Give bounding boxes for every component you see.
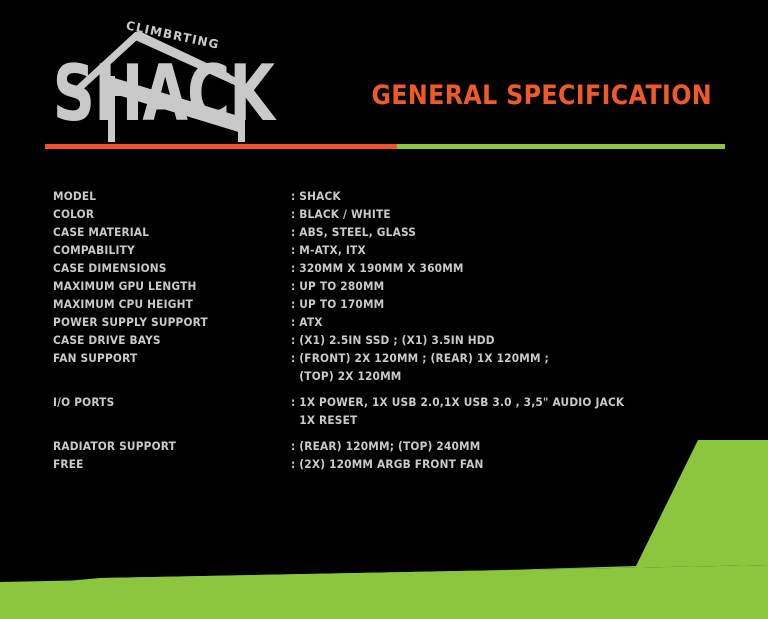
spacer <box>53 412 291 428</box>
spec-label: POWER SUPPLY SUPPORT <box>53 315 208 329</box>
table-row-continuation: 1X RESET <box>53 412 733 428</box>
spec-value: : UP TO 170MM <box>291 297 385 311</box>
table-row: COMPABILITY : M-ATX, ITX <box>53 242 733 258</box>
table-row: COLOR : BLACK / WHITE <box>53 206 733 222</box>
spec-value: : M-ATX, ITX <box>291 243 366 257</box>
spec-label: CASE MATERIAL <box>53 225 150 239</box>
spec-value: : BLACK / WHITE <box>291 207 391 221</box>
table-row: MAXIMUM GPU LENGTH : UP TO 280MM <box>53 278 733 294</box>
spec-label: MODEL <box>53 189 97 203</box>
table-row-continuation: (TOP) 2X 120MM <box>53 368 733 384</box>
divider-segment-green <box>397 144 725 149</box>
spec-value: : 320MM X 190MM X 360MM <box>291 261 464 275</box>
spec-label: RADIATOR SUPPORT <box>53 439 177 453</box>
brand-logo: CLIMBRTING SHACK <box>45 14 325 142</box>
table-row: I/O PORTS : 1X POWER, 1X USB 2.0,1X USB … <box>53 394 733 410</box>
specification-table: MODEL : SHACK COLOR : BLACK / WHITE CASE… <box>53 188 733 474</box>
spec-value-continuation: 1X RESET <box>299 413 358 427</box>
page-title: GENERAL SPECIFICATION <box>371 80 712 111</box>
spec-label: COMPABILITY <box>53 243 135 257</box>
spec-value-continuation: (TOP) 2X 120MM <box>299 369 402 383</box>
spec-label: CASE DIMENSIONS <box>53 261 167 275</box>
table-row: CASE MATERIAL : ABS, STEEL, GLASS <box>53 224 733 240</box>
spacer <box>53 368 291 384</box>
shack-logo-icon: CLIMBRTING SHACK <box>53 18 278 142</box>
table-row: FAN SUPPORT : (FRONT) 2X 120MM ; (REAR) … <box>53 350 733 366</box>
table-row: RADIATOR SUPPORT : (REAR) 120MM; (TOP) 2… <box>53 438 733 454</box>
spec-value: : UP TO 280MM <box>291 279 385 293</box>
spec-value: : (FRONT) 2X 120MM ; (REAR) 1X 120MM ; <box>291 351 549 365</box>
spec-label: FAN SUPPORT <box>53 351 138 365</box>
svg-text:SHACK: SHACK <box>53 49 278 139</box>
spec-label: MAXIMUM CPU HEIGHT <box>53 297 194 311</box>
spec-value: : ABS, STEEL, GLASS <box>291 225 417 239</box>
divider <box>45 144 725 149</box>
svg-text:CLIMBRTING: CLIMBRTING <box>125 18 221 51</box>
table-row: CASE DRIVE BAYS : (X1) 2.5IN SSD ; (X1) … <box>53 332 733 348</box>
table-row: FREE : (2X) 120MM ARGB FRONT FAN <box>53 456 733 472</box>
row-gap <box>53 430 733 438</box>
spec-value: : (X1) 2.5IN SSD ; (X1) 3.5IN HDD <box>291 333 495 347</box>
table-row: MAXIMUM CPU HEIGHT : UP TO 170MM <box>53 296 733 312</box>
row-gap <box>53 386 733 394</box>
spec-value: : ATX <box>291 315 323 329</box>
divider-segment-orange <box>45 144 397 149</box>
spec-value: : SHACK <box>291 189 341 203</box>
table-row: POWER SUPPLY SUPPORT : ATX <box>53 314 733 330</box>
spec-label: FREE <box>53 457 84 471</box>
spec-value: : (REAR) 120MM; (TOP) 240MM <box>291 439 481 453</box>
spec-value: : 1X POWER, 1X USB 2.0,1X USB 3.0 , 3,5"… <box>291 395 625 409</box>
table-row: MODEL : SHACK <box>53 188 733 204</box>
table-row: CASE DIMENSIONS : 320MM X 190MM X 360MM <box>53 260 733 276</box>
spec-value: : (2X) 120MM ARGB FRONT FAN <box>291 457 484 471</box>
spec-label: CASE DRIVE BAYS <box>53 333 161 347</box>
spec-label: I/O PORTS <box>53 395 115 409</box>
spec-label: MAXIMUM GPU LENGTH <box>53 279 197 293</box>
spec-label: COLOR <box>53 207 95 221</box>
